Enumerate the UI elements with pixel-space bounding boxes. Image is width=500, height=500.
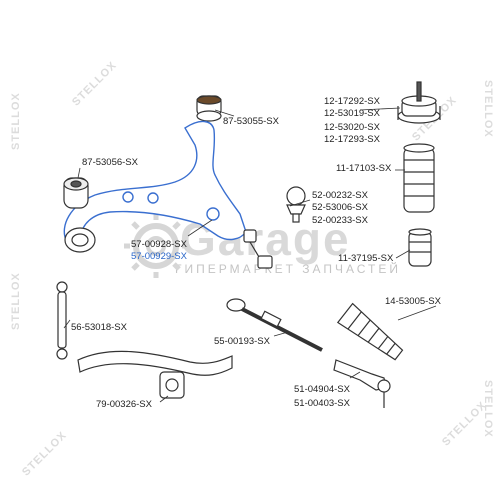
arm-ball-joint-part xyxy=(243,229,273,269)
stabilizer-bushing-part xyxy=(159,371,185,399)
label-dust-boot: 11-17103-SX xyxy=(336,163,392,174)
label-tie-rod-end-1: 51-04904-SX xyxy=(294,384,350,395)
label-ball-joint-2: 52-53006-SX xyxy=(312,202,368,213)
steering-boot-part xyxy=(336,302,404,361)
bump-stop-part xyxy=(408,228,432,267)
control-arm-part xyxy=(63,120,247,241)
strut-mount-part xyxy=(397,81,441,124)
label-stabilizer-bushing: 79-00326-SX xyxy=(96,399,152,410)
label-control-arm-1: 57-00928-SX xyxy=(131,239,187,250)
label-ball-joint-3: 52-00233-SX xyxy=(312,215,368,226)
label-bushing-side: 87-53056-SX xyxy=(82,157,138,168)
label-strut-mount-1: 12-17292-SX xyxy=(324,96,380,107)
control-arm-bushing-part xyxy=(64,227,96,253)
dust-boot-part xyxy=(403,143,435,213)
bushing-top-part xyxy=(196,95,222,122)
stabilizer-bar-part xyxy=(77,350,233,376)
label-tie-rod-axial: 55-00193-SX xyxy=(214,336,270,347)
label-control-arm-2: 57-00929-SX xyxy=(131,251,187,262)
label-bushing-top: 87-53055-SX xyxy=(223,116,279,127)
label-strut-mount-4: 12-17293-SX xyxy=(324,134,380,145)
label-stabilizer-link: 56-53018-SX xyxy=(71,322,127,333)
label-tie-rod-end-2: 51-00403-SX xyxy=(294,398,350,409)
gear-teeth-icon xyxy=(124,214,188,278)
tie-rod-end-part xyxy=(333,359,391,408)
ball-joint-part xyxy=(286,186,306,223)
tie-rod-axial-part xyxy=(226,298,323,352)
gear-logo-icon xyxy=(133,223,179,269)
bushing-side-part xyxy=(63,177,89,209)
label-steering-boot: 14-53005-SX xyxy=(385,296,441,307)
garage-logo-subtitle: ГИПЕРМАРКЕТ ЗАПЧАСТЕЙ xyxy=(175,262,401,276)
label-bump-stop: 11-37195-SX xyxy=(338,253,394,264)
label-strut-mount-2: 12-53019-SX xyxy=(324,108,380,119)
label-strut-mount-3: 12-53020-SX xyxy=(324,122,380,133)
stabilizer-link-part xyxy=(56,281,68,360)
leader-lines xyxy=(63,107,437,403)
label-ball-joint-1: 52-00232-SX xyxy=(312,190,368,201)
